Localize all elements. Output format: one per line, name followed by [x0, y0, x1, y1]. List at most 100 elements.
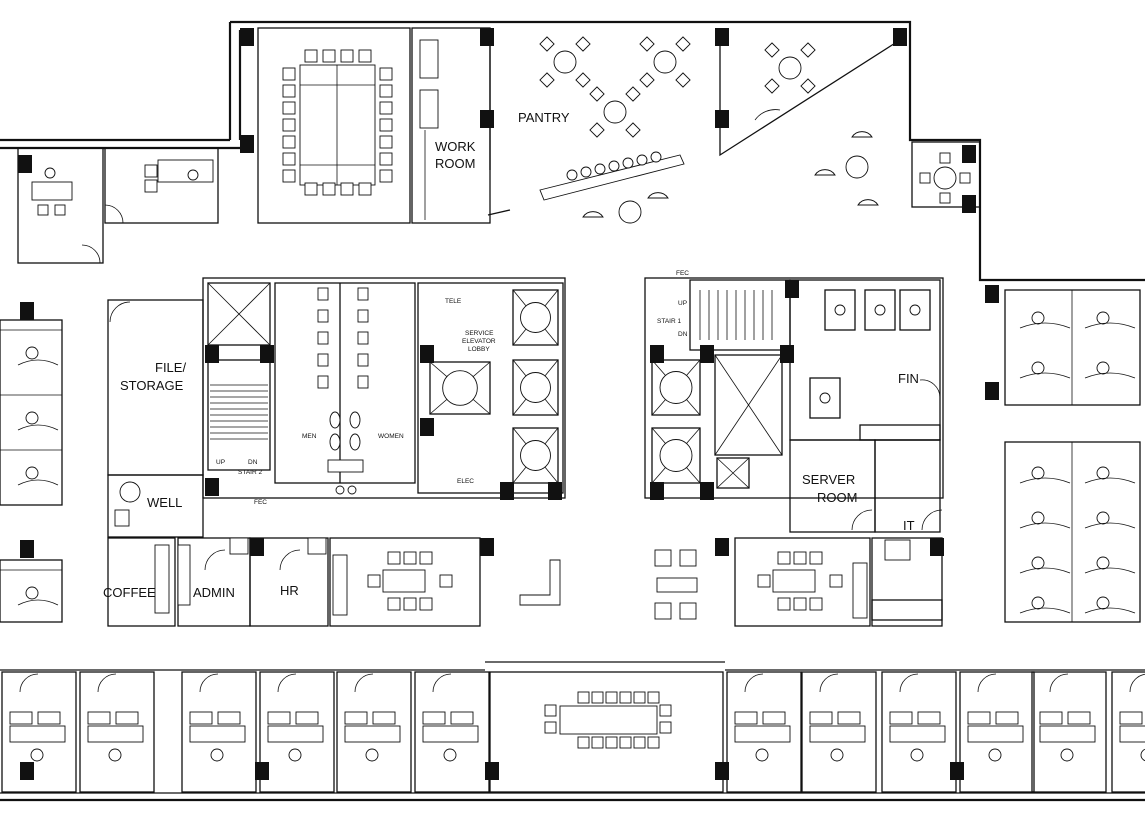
conference-room-top: [257, 27, 411, 224]
chair: [1031, 466, 1045, 480]
elevator-circle: [520, 440, 551, 471]
chair: [282, 152, 296, 166]
column: [420, 345, 434, 363]
men-label: MEN: [302, 433, 317, 440]
lower-support-rooms: COFFEE ADMIN HR: [103, 537, 943, 627]
central-core-left: FILE/ STORAGE WELL UP DN STAIR 2 FEC MEN…: [107, 277, 566, 538]
chair: [959, 172, 971, 184]
chair: [539, 72, 555, 88]
chair: [793, 597, 807, 611]
desk: [267, 725, 324, 743]
desk: [889, 725, 946, 743]
desk-curve: [1019, 567, 1071, 574]
structural-columns: [18, 28, 999, 780]
reception-seat: [679, 602, 697, 620]
central-core-right: FEC UP STAIR 1 DN FIN SERVER ROOM IT: [644, 270, 944, 533]
chair: [419, 597, 433, 611]
door-swing: [19, 673, 39, 693]
elevator-circle: [659, 371, 693, 404]
chair: [764, 42, 780, 58]
desk-curve: [1019, 477, 1071, 484]
desk-curve: [1084, 522, 1136, 529]
chair: [25, 346, 39, 360]
chair: [889, 711, 913, 725]
chair: [625, 122, 641, 138]
stair1-up-label: UP: [678, 300, 687, 307]
column: [480, 538, 494, 556]
desk-curve: [1019, 322, 1071, 329]
door-swing: [277, 673, 297, 693]
chair: [30, 748, 44, 762]
round-table: [553, 50, 577, 74]
column: [950, 762, 964, 780]
chair: [605, 691, 618, 704]
chair: [639, 72, 655, 88]
chair: [577, 736, 590, 749]
exterior-walls: [0, 20, 1145, 802]
chair: [793, 551, 807, 565]
tele-label: TELE: [445, 298, 462, 305]
toilet: [317, 287, 329, 301]
chair: [1060, 748, 1074, 762]
chair: [288, 748, 302, 762]
chair: [589, 122, 605, 138]
chair: [633, 691, 646, 704]
stair2-dn-label: DN: [248, 459, 258, 466]
chair: [755, 748, 769, 762]
chair: [1096, 311, 1110, 325]
well-label: WELL: [147, 495, 182, 510]
pantry: PANTRY: [487, 28, 816, 224]
lounge-chair: [647, 192, 669, 199]
chair: [1096, 556, 1110, 570]
hr-label: HR: [280, 583, 299, 598]
desk-curve: [17, 424, 59, 431]
chair: [403, 597, 417, 611]
reception-seat: [654, 549, 672, 567]
service-elevator-lobby-label-1: SERVICE: [465, 330, 494, 337]
lounge-chair: [857, 199, 879, 206]
elevator-car: [512, 427, 559, 484]
column: [715, 538, 729, 556]
chair: [777, 551, 791, 565]
chair: [282, 84, 296, 98]
toilet: [357, 287, 369, 301]
private-office: [726, 671, 802, 793]
chair: [379, 118, 393, 132]
chair: [919, 172, 931, 184]
toilet: [317, 375, 329, 389]
door-swing: [199, 673, 219, 693]
chair: [372, 711, 396, 725]
chair: [757, 574, 771, 588]
desk: [189, 725, 246, 743]
chair: [25, 411, 39, 425]
fin-label: FIN: [898, 371, 919, 386]
private-office: [1111, 671, 1145, 793]
chair: [647, 736, 660, 749]
chair: [910, 748, 924, 762]
chair: [809, 597, 823, 611]
chair: [387, 551, 401, 565]
desk: [87, 725, 144, 743]
private-office: [801, 671, 877, 793]
column: [780, 345, 794, 363]
chair: [304, 182, 318, 196]
column: [250, 538, 264, 556]
workstation: [899, 289, 931, 331]
desk-curve: [1084, 477, 1136, 484]
elevator-car: [651, 427, 701, 484]
chair: [809, 711, 833, 725]
private-office: [259, 671, 335, 793]
chair: [647, 691, 660, 704]
column: [962, 145, 976, 163]
elevator-circle: [442, 370, 478, 406]
door-swing: [1129, 673, 1145, 693]
chair: [340, 49, 354, 63]
round-table: [603, 100, 627, 124]
chair: [365, 748, 379, 762]
column: [20, 762, 34, 780]
chair: [619, 691, 632, 704]
column: [240, 28, 254, 46]
chair: [295, 711, 319, 725]
work-room: WORK ROOM: [411, 27, 491, 224]
desk: [809, 725, 866, 743]
